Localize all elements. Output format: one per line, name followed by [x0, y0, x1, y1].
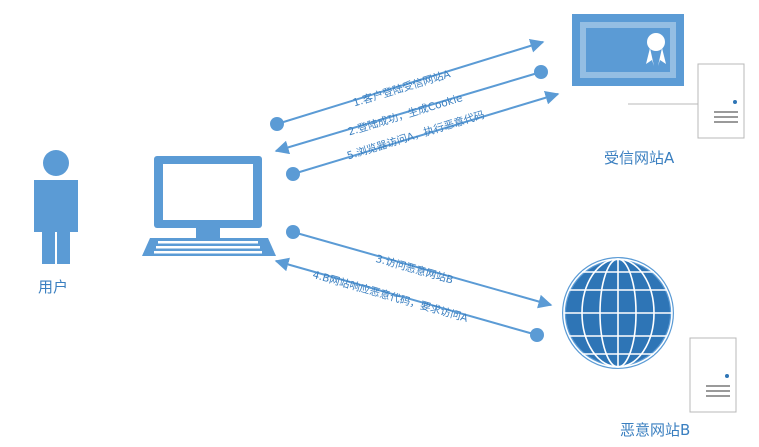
user-icon	[34, 150, 78, 264]
server-icon-a	[628, 63, 745, 139]
user-label: 用户	[38, 278, 69, 296]
arrow-step-3	[286, 225, 553, 309]
computer-icon	[142, 156, 276, 256]
arrow-step-2	[274, 65, 548, 155]
arrow-step-4	[274, 257, 544, 342]
arrow-step-5	[286, 90, 560, 181]
trusted-site-label: 受信网站A	[604, 149, 675, 167]
malicious-site-label: 恶意网站B	[620, 421, 691, 439]
arrow-step-1	[270, 39, 545, 131]
server-icon-b	[689, 337, 737, 413]
certificate-icon	[572, 14, 684, 86]
globe-icon	[562, 257, 674, 369]
